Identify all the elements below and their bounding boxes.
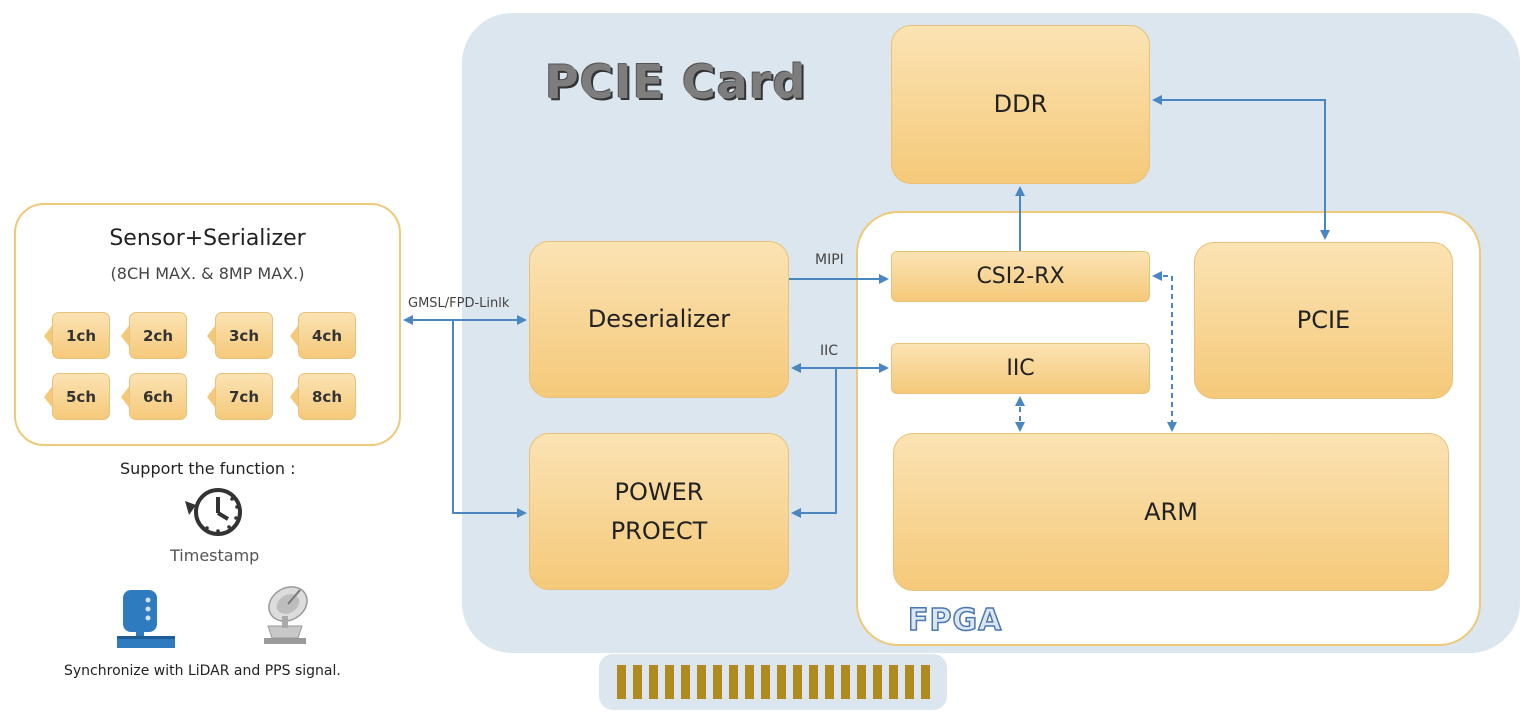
channel-6: 6ch: [129, 373, 187, 420]
power-label-line2: PROECT: [610, 516, 708, 545]
connector-pin: [888, 665, 898, 699]
connector-pin: [792, 665, 802, 699]
connector-pin: [744, 665, 754, 699]
connector-pin: [920, 665, 930, 699]
arm-block: ARM: [893, 433, 1449, 591]
sensor-subtitle: (8CH MAX. & 8MP MAX.): [110, 264, 305, 283]
deserializer-label: Deserializer: [587, 305, 731, 334]
pcie-edge-connector: [599, 654, 947, 710]
support-heading: Support the function :: [120, 459, 296, 478]
connector-pin: [824, 665, 834, 699]
computer-icon: [117, 590, 175, 648]
connector-pin: [872, 665, 882, 699]
power-label-line1: POWER: [614, 478, 704, 507]
connector-pin: [760, 665, 770, 699]
connector-pin: [632, 665, 642, 699]
connector-pin: [728, 665, 738, 699]
channel-5: 5ch: [52, 373, 110, 420]
connector-pin: [776, 665, 786, 699]
connector-pin: [712, 665, 722, 699]
channel-8: 8ch: [298, 373, 356, 420]
camera-lens-icon: [44, 384, 54, 410]
gmsl-label: GMSL/FPD-Linlk: [408, 296, 510, 311]
camera-lens-icon: [290, 384, 300, 410]
csi-arm-dashed-arrow: [1152, 271, 1177, 432]
deserializer-block: Deserializer: [529, 241, 789, 398]
timestamp-label: Timestamp: [170, 546, 260, 565]
fpga-label: FPGA: [907, 602, 1003, 639]
iic-link-label: IIC: [820, 343, 839, 359]
camera-lens-icon: [207, 384, 217, 410]
camera-lens-icon: [121, 384, 131, 410]
camera-lens-icon: [290, 323, 300, 349]
connector-pin: [840, 665, 850, 699]
gps-antenna-icon: [264, 586, 308, 644]
iic-label: IIC: [1006, 355, 1035, 381]
channel-2: 2ch: [129, 312, 187, 359]
camera-lens-icon: [44, 323, 54, 349]
pcie-label: PCIE: [1296, 306, 1351, 335]
sync-caption: Synchronize with LiDAR and PPS signal.: [64, 663, 341, 679]
connector-pin: [664, 665, 674, 699]
channel-1: 1ch: [52, 312, 110, 359]
ddr-block: DDR: [891, 25, 1150, 184]
connector-pin: [856, 665, 866, 699]
mipi-label: MIPI: [815, 252, 844, 268]
connector-pin: [904, 665, 914, 699]
ddr-label: DDR: [993, 90, 1048, 119]
connector-pin: [616, 665, 626, 699]
iic-to-power-arrow: [791, 368, 837, 518]
pcie-block: PCIE: [1194, 242, 1453, 399]
iic-block: IIC: [891, 343, 1150, 394]
ddr-pcie-arrow: [1152, 95, 1330, 240]
arm-label: ARM: [1144, 497, 1198, 526]
csi2-rx-label: CSI2-RX: [976, 263, 1065, 289]
gmsl-to-power-arrow: [452, 320, 527, 518]
pcie-card-title: PCIE Card: [545, 55, 807, 109]
connector-pin: [808, 665, 818, 699]
channel-7: 7ch: [215, 373, 273, 420]
csi2-rx-block: CSI2-RX: [891, 251, 1150, 302]
camera-lens-icon: [121, 323, 131, 349]
timestamp-clock-icon: [185, 488, 242, 536]
connector-pin: [696, 665, 706, 699]
sensor-title: Sensor+Serializer: [109, 226, 306, 251]
connector-pin: [648, 665, 658, 699]
channel-3: 3ch: [215, 312, 273, 359]
channel-4: 4ch: [298, 312, 356, 359]
camera-lens-icon: [207, 323, 217, 349]
power-protect-block: POWER PROECT: [529, 433, 789, 590]
connector-pin: [680, 665, 690, 699]
